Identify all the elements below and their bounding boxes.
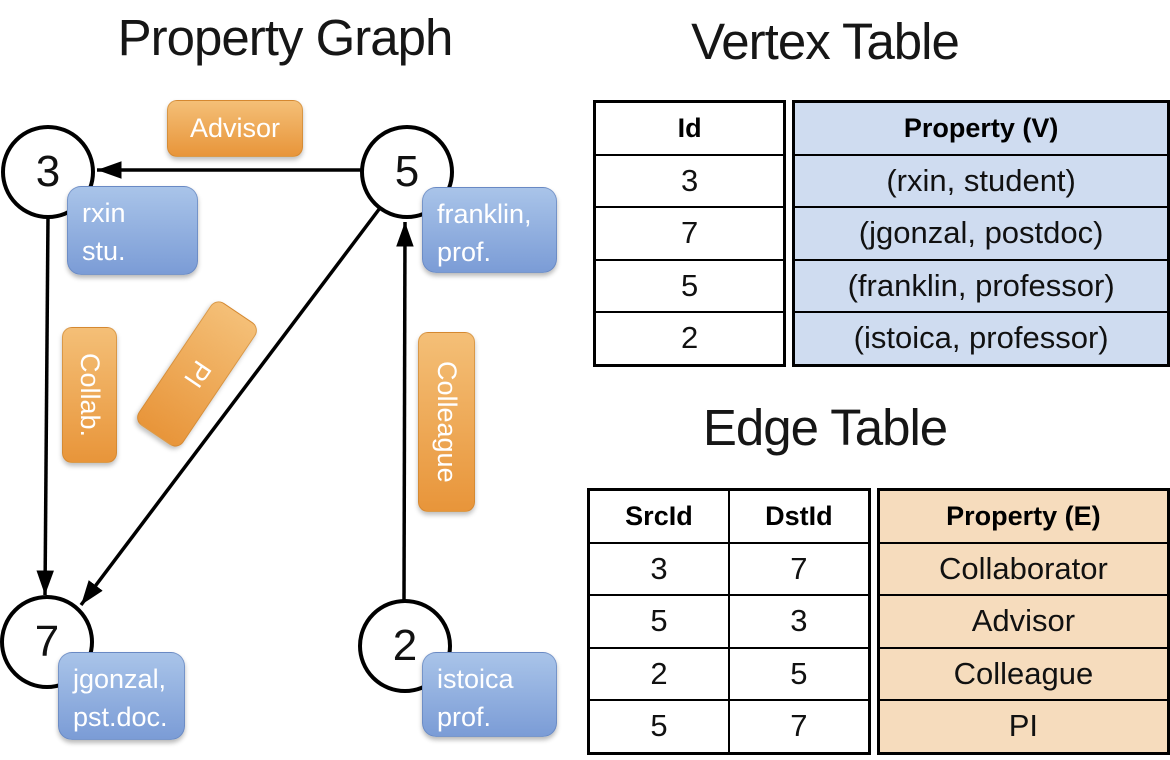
graph-node-2: 2 xyxy=(358,599,452,693)
table-row: 3 7 xyxy=(587,541,871,596)
table-row: PI xyxy=(877,699,1170,754)
table-row: 5 7 xyxy=(587,699,871,754)
edge-property-cell: Advisor xyxy=(877,594,1170,649)
edge-label-text: Collab. xyxy=(75,352,105,438)
vertex-label-line: rxin xyxy=(82,198,126,228)
vertex-id-cell: 3 xyxy=(593,153,786,208)
vertex-table: Id 3 7 5 2 Property (V) (rxin, student) … xyxy=(593,100,1170,367)
table-row: (jgonzal, postdoc) xyxy=(792,206,1170,261)
vertex-label-rxin: rxin stu. xyxy=(67,186,198,275)
column-header-property-v: Property (V) xyxy=(792,100,1170,156)
edge-table: SrcId DstId 3 7 5 3 2 5 5 7 xyxy=(587,488,1170,755)
edge-dst-cell: 3 xyxy=(727,594,871,649)
table-row: Advisor xyxy=(877,594,1170,649)
vertex-label-jgonzal: jgonzal, pst.doc. xyxy=(58,652,185,740)
edge-property-cell: PI xyxy=(877,699,1170,754)
vertex-label-line: istoica xyxy=(437,664,514,694)
edge-src-cell: 5 xyxy=(587,699,730,754)
column-header-property-e: Property (E) xyxy=(877,488,1170,544)
edge-src-cell: 5 xyxy=(587,594,730,649)
vertex-label-franklin: franklin, prof. xyxy=(422,187,557,273)
column-header-srcid: SrcId xyxy=(587,488,730,544)
edge-property-cell: Collaborator xyxy=(877,541,1170,596)
vertex-id-cell: 2 xyxy=(593,311,786,366)
vertex-table-title: Vertex Table xyxy=(691,13,960,70)
edge-src-cell: 2 xyxy=(587,646,730,701)
node-id: 7 xyxy=(34,617,60,666)
vertex-id-table: Id 3 7 5 2 xyxy=(593,100,787,367)
edge-dst-cell: 5 xyxy=(727,646,871,701)
vertex-label-line: jgonzal, xyxy=(73,664,167,694)
vertex-label-istoica: istoica prof. xyxy=(422,652,557,737)
vertex-property-cell: (rxin, student) xyxy=(792,153,1170,208)
edge-property-table: Property (E) Collaborator Advisor Collea… xyxy=(876,488,1170,755)
node-id: 3 xyxy=(35,147,61,196)
edge-pi-arrow xyxy=(79,206,382,607)
vertex-id-cell: 7 xyxy=(593,206,786,261)
column-header-dstid: DstId xyxy=(727,488,871,544)
edge-label-collab: Collab. xyxy=(62,327,117,463)
vertex-label-line: prof. xyxy=(437,237,492,267)
table-row: Collaborator xyxy=(877,541,1170,596)
node-id: 5 xyxy=(394,147,420,196)
node-id: 2 xyxy=(392,621,418,670)
table-row: Colleague xyxy=(877,646,1170,701)
edge-src-cell: 3 xyxy=(587,541,730,596)
edge-table-title: Edge Table xyxy=(702,399,948,456)
edge-label-advisor: Advisor xyxy=(167,100,303,157)
table-row: 7 xyxy=(593,206,786,261)
edge-label-text: Advisor xyxy=(189,113,281,143)
edge-dst-cell: 7 xyxy=(727,541,871,596)
edge-collab-arrow xyxy=(36,215,54,596)
vertex-property-cell: (istoica, professor) xyxy=(792,311,1170,366)
table-row: 3 xyxy=(593,153,786,208)
vertex-id-cell: 5 xyxy=(593,258,786,313)
table-row: 2 xyxy=(593,311,786,366)
edge-dst-cell: 7 xyxy=(727,699,871,754)
edge-src-dst-table: SrcId DstId 3 7 5 3 2 5 5 7 xyxy=(587,488,871,755)
vertex-label-line: franklin, xyxy=(437,199,532,229)
table-row: (istoica, professor) xyxy=(792,311,1170,366)
edge-colleague-arrow xyxy=(396,221,414,602)
vertex-property-cell: (jgonzal, postdoc) xyxy=(792,206,1170,261)
table-row: 5 xyxy=(593,258,786,313)
edge-label-text: PI xyxy=(177,355,217,394)
vertex-label-line: stu. xyxy=(82,236,126,266)
table-row: 5 3 xyxy=(587,594,871,649)
edge-label-colleague: Colleague xyxy=(418,332,475,512)
table-row: (franklin, professor) xyxy=(792,258,1170,313)
column-header-id: Id xyxy=(593,100,786,156)
table-row: (rxin, student) xyxy=(792,153,1170,208)
graph-title: Property Graph xyxy=(117,9,454,66)
vertex-property-table: Property (V) (rxin, student) (jgonzal, p… xyxy=(792,100,1170,367)
edge-property-cell: Colleague xyxy=(877,646,1170,701)
vertex-label-line: pst.doc. xyxy=(73,702,168,732)
graph-edges-canvas xyxy=(36,161,414,607)
graph-panel: Property Graph 3 5 7 2 Advisor xyxy=(0,0,575,760)
table-row: 2 5 xyxy=(587,646,871,701)
edge-label-text: Colleague xyxy=(432,361,462,483)
vertex-property-cell: (franklin, professor) xyxy=(792,258,1170,313)
graph-node-5: 5 xyxy=(360,125,454,219)
vertex-label-line: prof. xyxy=(437,702,492,732)
